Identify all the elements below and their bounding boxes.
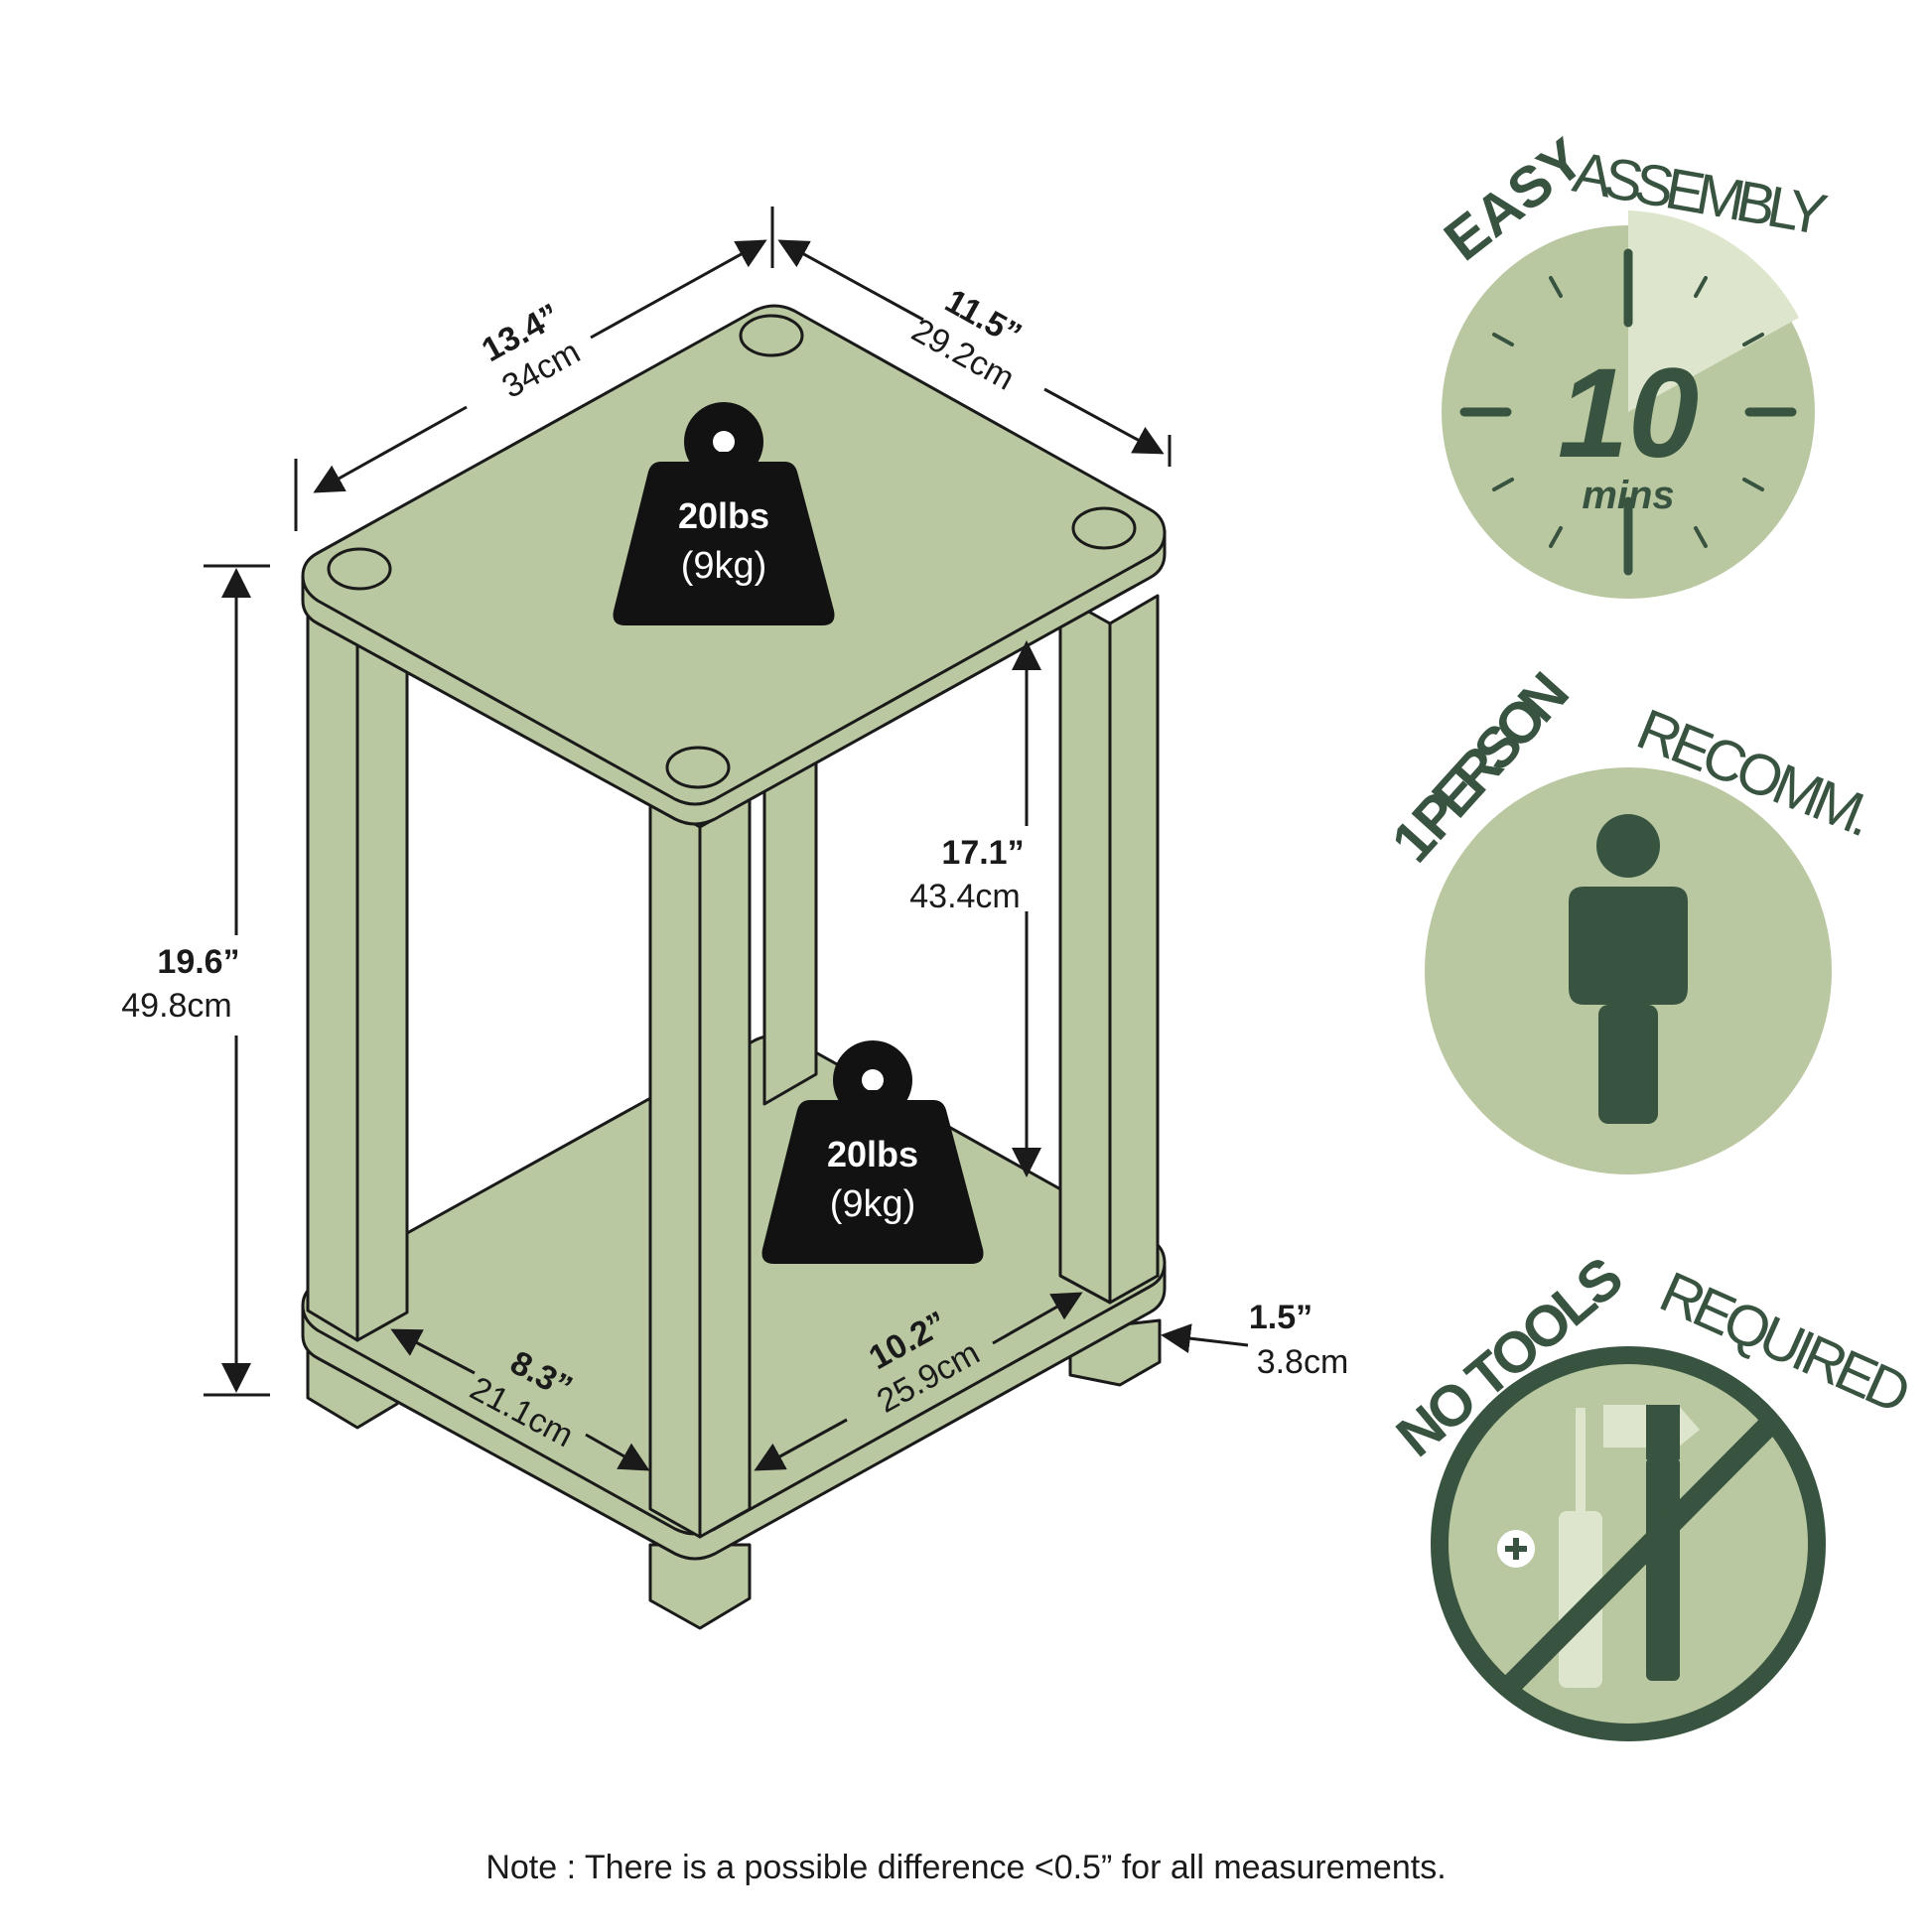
leg-left-side [306, 599, 359, 1342]
badge-one-person: 1 PERSON RECOMM. [1379, 660, 1882, 1174]
svg-text:49.8cm: 49.8cm [121, 987, 232, 1025]
leg-front-side [648, 797, 702, 1539]
person-icon [1569, 814, 1688, 1124]
leg-back [762, 733, 818, 1106]
weight-icon-bottom: 20lbs (9kg) [761, 1040, 984, 1264]
weight-bottom-kg: (9kg) [830, 1183, 916, 1225]
leg-cap-front [665, 746, 731, 789]
weight-top-kg: (9kg) [681, 545, 767, 587]
svg-text:43.4cm: 43.4cm [909, 878, 1021, 915]
dim-top-depth: 11.5” 29.2cm [905, 282, 1028, 398]
dim-total-height: 19.6” 49.8cm [121, 943, 239, 1025]
badge-easy-assembly: 10 mins EASY ASSEMBLY [1433, 126, 1832, 599]
assembly-minutes: 10 [1558, 343, 1699, 484]
dim-leg-size: 1.5” 3.8cm [1249, 1299, 1348, 1381]
leg-cap-back [739, 314, 804, 357]
svg-text:19.6”: 19.6” [157, 943, 239, 981]
leg-right-front [1108, 594, 1160, 1305]
leg-cap-left [327, 547, 392, 591]
dim-top-width: 13.4” 34cm [476, 297, 587, 406]
clock-ticks [1459, 248, 1797, 576]
weight-bottom-lbs: 20lbs [827, 1134, 918, 1174]
leg-front-front [698, 797, 752, 1539]
svg-text:3.8cm: 3.8cm [1257, 1343, 1349, 1381]
plus-icon [1497, 1530, 1535, 1568]
dim-shelf-clearance: 17.1” 43.4cm [909, 834, 1024, 915]
leg-cap-right [1071, 506, 1137, 550]
leg-left-front [355, 606, 409, 1342]
assembly-unit: mins [1582, 474, 1674, 517]
measurement-note: Note : There is a possible difference <0… [485, 1849, 1447, 1886]
svg-text:1.5”: 1.5” [1249, 1299, 1312, 1336]
dimension-lines [204, 207, 1249, 1471]
svg-text:17.1”: 17.1” [941, 834, 1024, 872]
clock-elapsed-wedge [1628, 210, 1799, 412]
weight-icon-top: 20lbs (9kg) [613, 402, 835, 625]
leg-right-side [1058, 594, 1112, 1305]
badge-no-tools: NO TOOLS REQUIRED [1385, 1244, 1920, 1741]
weight-top-lbs: 20lbs [678, 495, 769, 536]
no-sign-slash [1503, 1419, 1775, 1693]
